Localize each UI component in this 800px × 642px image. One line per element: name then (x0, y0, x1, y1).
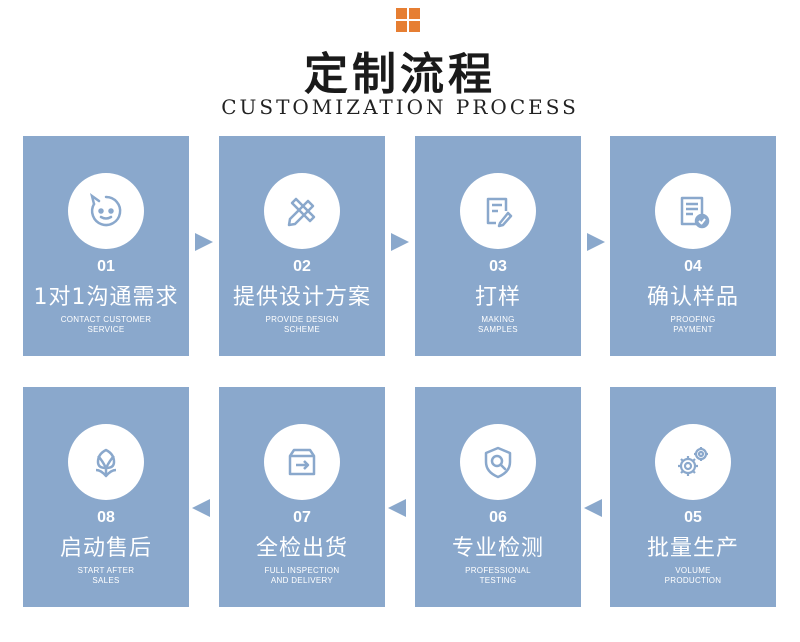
logo-mark-icon (396, 8, 420, 32)
arrow-right-icon (391, 233, 409, 251)
step-title: 1对1沟通需求 (33, 285, 179, 310)
step-number: 02 (293, 258, 311, 275)
step-number: 03 (489, 258, 507, 275)
gears-icon (655, 424, 731, 500)
step-title: 专业检测 (451, 536, 544, 561)
arrow-left-icon (192, 499, 210, 517)
arrow-left-icon (388, 499, 406, 517)
pencil-ruler-icon (264, 173, 340, 249)
step-title: 启动售后 (59, 536, 152, 561)
step-title: 确认样品 (646, 285, 739, 310)
chat-bubble-icon (68, 173, 144, 249)
page-title: 定制流程 (304, 49, 496, 100)
checklist-icon (655, 173, 731, 249)
step-number: 04 (684, 258, 702, 275)
arrow-left-icon (584, 499, 602, 517)
step-title: 打样 (474, 285, 521, 310)
step-number: 06 (489, 509, 507, 526)
step-number: 08 (97, 509, 115, 526)
step-title: 全检出货 (255, 536, 348, 561)
shield-search-icon (460, 424, 536, 500)
step-number: 05 (684, 509, 702, 526)
flower-icon (68, 424, 144, 500)
step-title: 批量生产 (646, 536, 739, 561)
box-arrow-icon (264, 424, 340, 500)
edit-document-icon (460, 173, 536, 249)
step-number: 07 (293, 509, 311, 526)
step-title: 提供设计方案 (232, 285, 371, 310)
arrow-right-icon (587, 233, 605, 251)
page-subtitle: CUSTOMIZATION PROCESS (221, 95, 579, 119)
step-number: 01 (97, 258, 115, 275)
arrow-right-icon (195, 233, 213, 251)
